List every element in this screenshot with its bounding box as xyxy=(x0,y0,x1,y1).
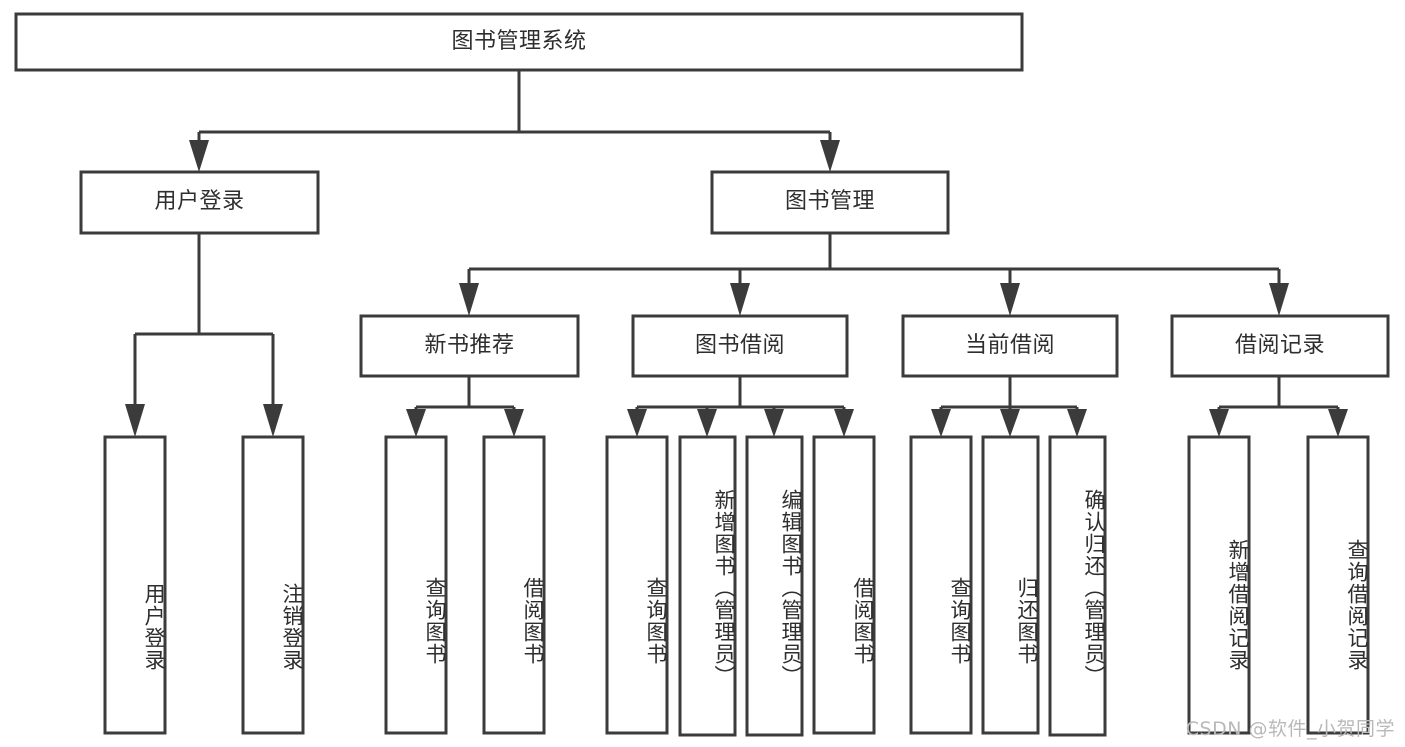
leaf-box-11[interactable] xyxy=(1187,435,1251,735)
arrow-head-leaf-5 xyxy=(697,409,717,437)
leaf-box-7[interactable] xyxy=(812,435,876,735)
node-box-user-login[interactable] xyxy=(79,170,320,235)
node-box-book-borrow[interactable] xyxy=(631,314,849,378)
arrow-head-leaf-3 xyxy=(504,409,524,437)
arrow-head-leaf-9 xyxy=(1000,409,1020,437)
leaf-box-6[interactable] xyxy=(745,435,804,737)
leaf-box-10[interactable] xyxy=(1048,435,1107,737)
arrow-head-user-login xyxy=(189,140,209,172)
arrow-head-leaf-1 xyxy=(263,404,283,437)
leaf-box-12[interactable] xyxy=(1306,435,1370,735)
arrow-head-new-book-recommend xyxy=(459,283,479,316)
arrow-head-current-borrow xyxy=(1000,283,1020,316)
arrow-head-leaf-2 xyxy=(406,409,426,437)
arrow-head-book-borrow xyxy=(730,283,750,316)
leaf-box-8[interactable] xyxy=(909,435,973,735)
node-box-book-management[interactable] xyxy=(710,170,950,235)
arrow-head-leaf-11 xyxy=(1209,409,1229,437)
arrow-head-leaf-7 xyxy=(834,409,854,437)
arrow-head-book-management xyxy=(820,140,840,172)
leaf-box-1[interactable] xyxy=(241,435,305,735)
node-box-borrow-record[interactable] xyxy=(1170,314,1390,378)
leaf-box-4[interactable] xyxy=(605,435,669,735)
node-box-root[interactable] xyxy=(14,12,1024,72)
arrow-head-leaf-8 xyxy=(931,409,951,437)
arrow-head-leaf-6 xyxy=(764,409,784,437)
arrow-head-borrow-record xyxy=(1269,283,1289,316)
arrow-head-leaf-4 xyxy=(627,409,647,437)
arrow-head-leaf-12 xyxy=(1328,409,1348,437)
leaf-box-0[interactable] xyxy=(103,435,167,735)
node-box-current-borrow[interactable] xyxy=(901,314,1119,378)
arrow-head-leaf-0 xyxy=(125,404,145,437)
arrow-head-leaf-10 xyxy=(1067,409,1087,437)
leaf-box-9[interactable] xyxy=(981,435,1040,735)
leaf-box-5[interactable] xyxy=(678,435,737,737)
node-box-new-book-recommend[interactable] xyxy=(359,314,580,378)
leaf-box-3[interactable] xyxy=(482,435,546,735)
leaf-box-2[interactable] xyxy=(384,435,448,735)
